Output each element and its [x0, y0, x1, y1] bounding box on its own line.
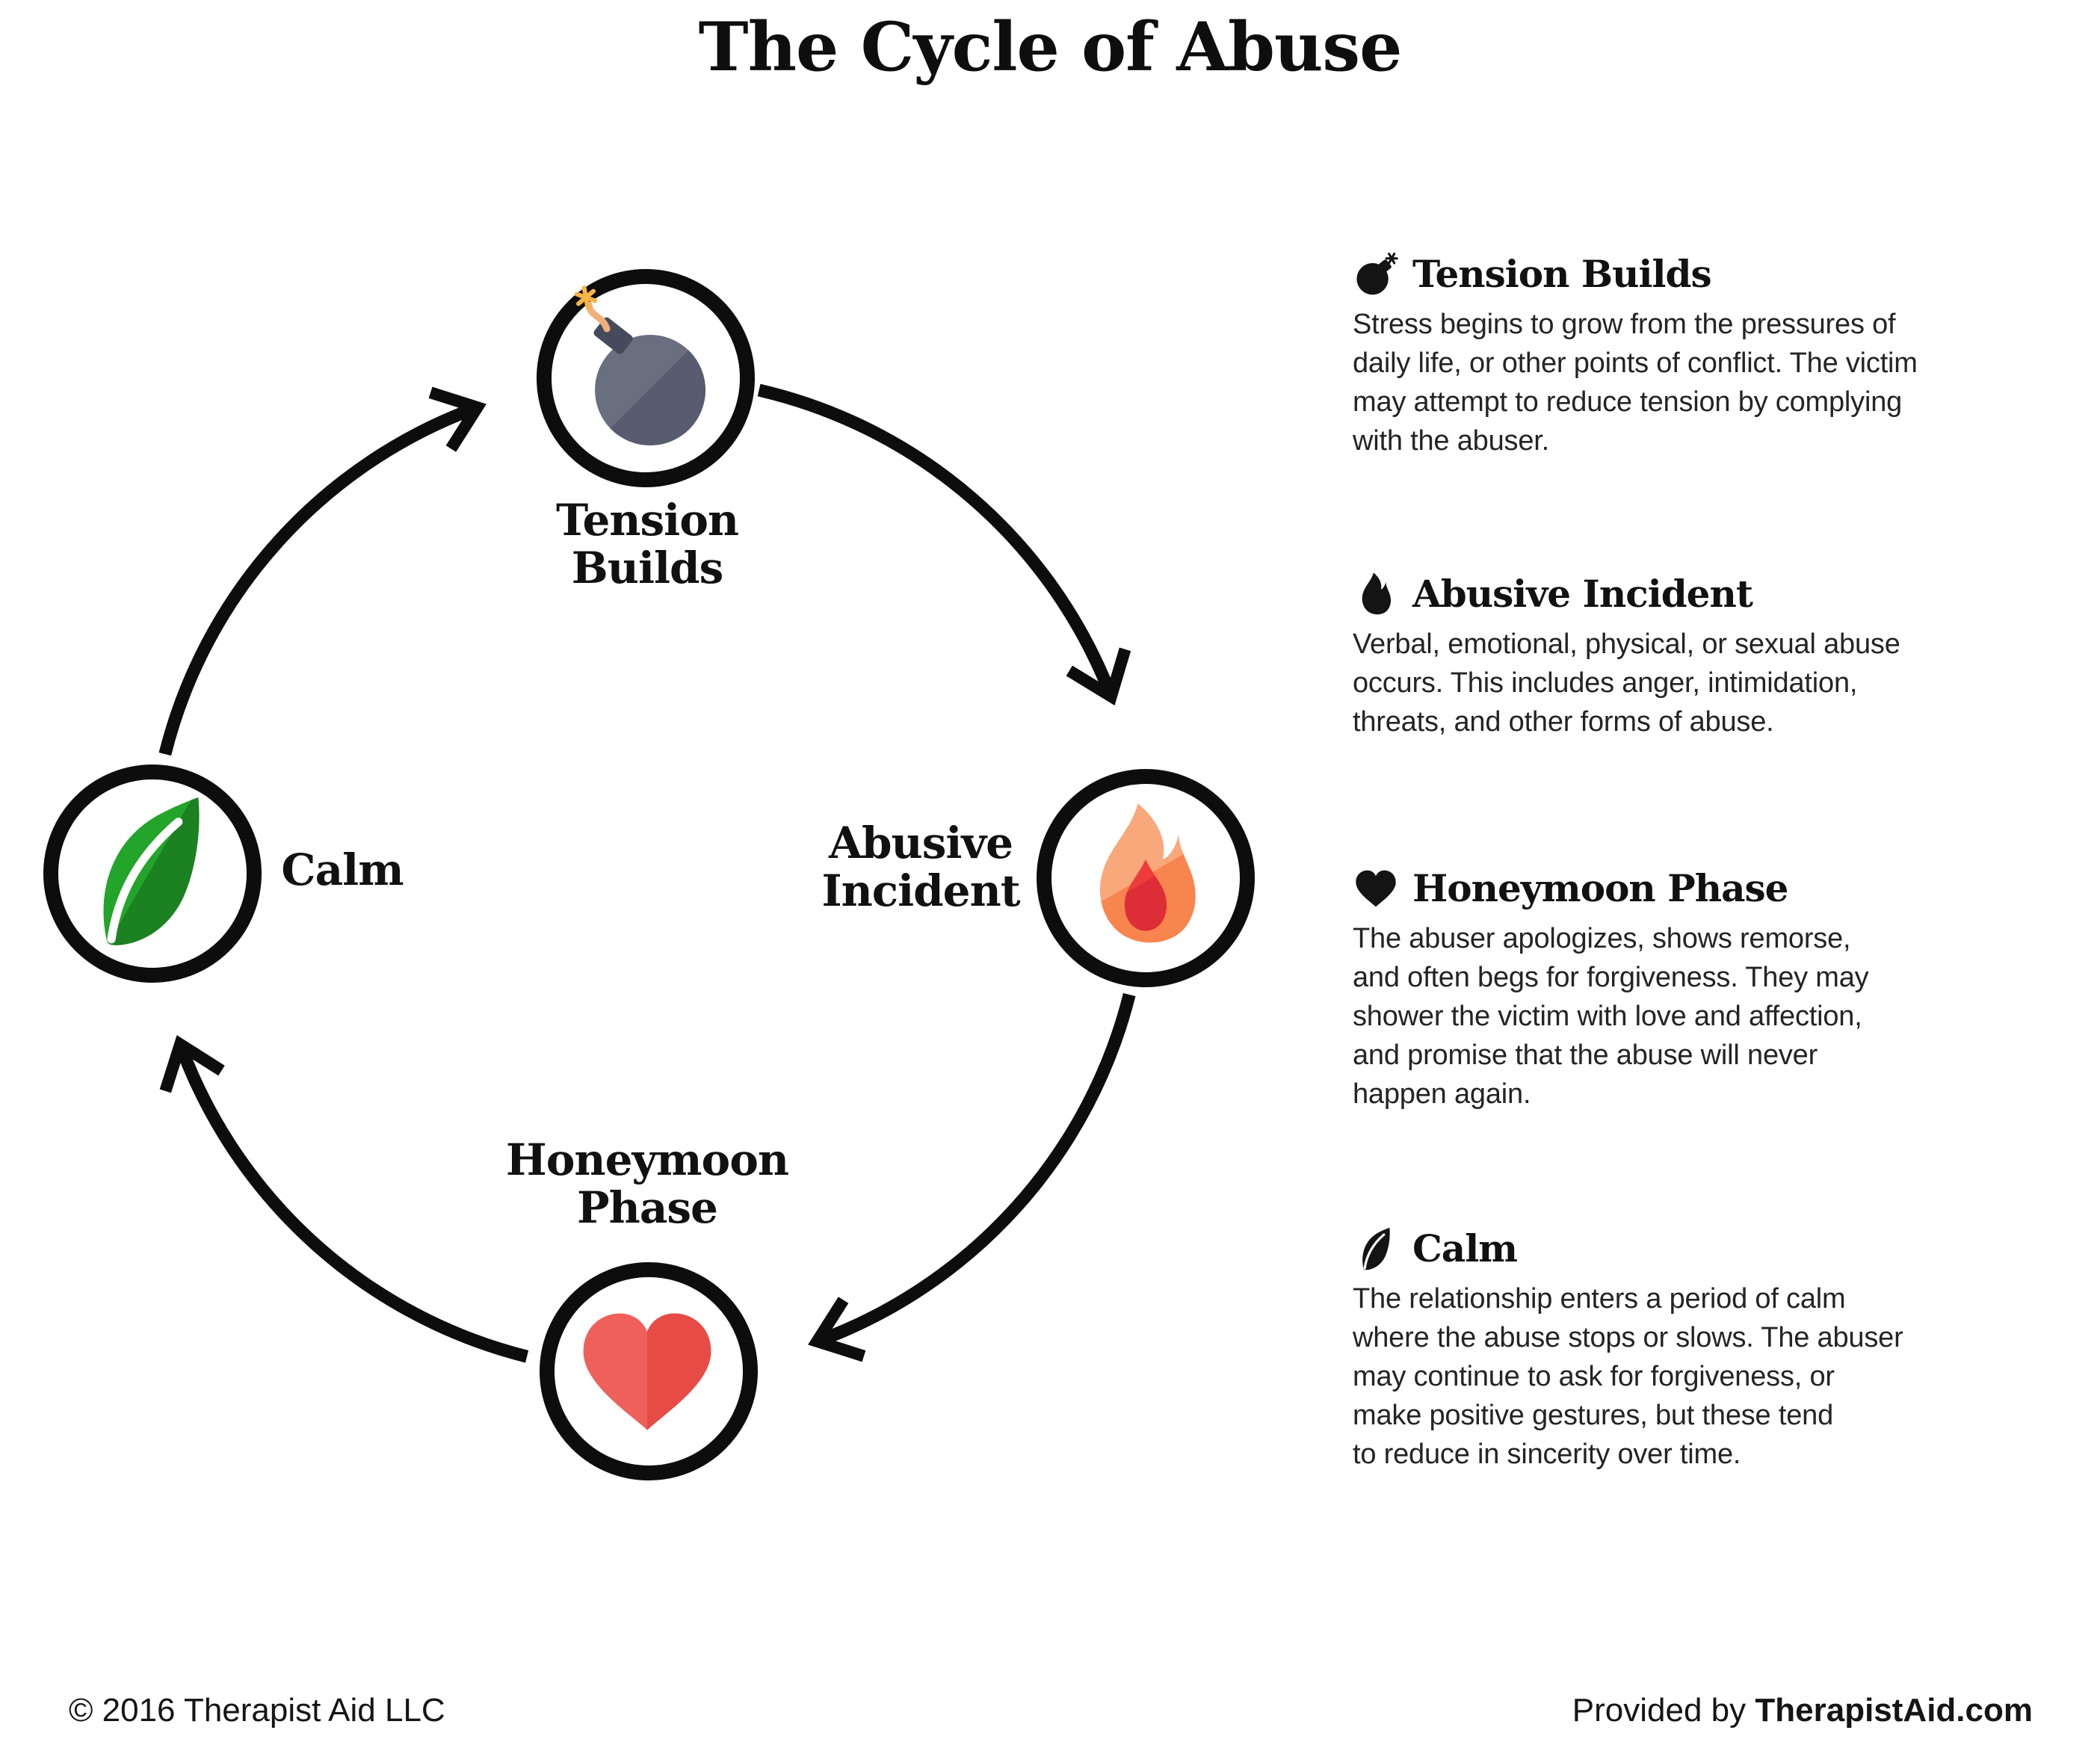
cycle-arrows	[158, 383, 1136, 1363]
leaf-glyph-icon	[1353, 1226, 1399, 1272]
node-label-calm: Calm	[281, 844, 404, 895]
legend-block-honeymoon: Honeymoon Phase The abuser apologizes, s…	[1353, 865, 2100, 1114]
arrow-bottom-to-left	[174, 1042, 529, 1363]
legend-body-calm: The relationship enters a period of calm…	[1353, 1283, 1903, 1470]
arrow-top-to-right	[757, 383, 1117, 699]
legend-block-abusive: Abusive Incident Verbal, emotional, phys…	[1353, 571, 2100, 741]
cycle-node-rings	[43, 269, 1255, 1480]
arrowhead-top-to-right	[1066, 647, 1131, 705]
legend-heading-tension: Tension Builds	[1412, 252, 1712, 296]
legend-heading-honeymoon: Honeymoon Phase	[1412, 866, 1788, 910]
legend-header: Tension Builds	[1353, 251, 2100, 297]
bomb-icon	[574, 285, 705, 445]
copyright-text: © 2016 Therapist Aid LLC	[69, 1692, 445, 1729]
legend-heading-abusive: Abusive Incident	[1412, 572, 1753, 616]
page-title: The Cycle of Abuse	[698, 7, 1403, 87]
provided-by-brand: TherapistAid.com	[1755, 1692, 2033, 1729]
flame-glyph-icon	[1353, 571, 1399, 617]
provided-by-text: Provided by TherapistAid.com	[1572, 1692, 2033, 1729]
legend-header: Calm	[1353, 1226, 2100, 1272]
legend-heading-calm: Calm	[1412, 1226, 1518, 1270]
arrow-right-to-bottom	[815, 992, 1136, 1347]
node-label-tension: Tension Builds	[555, 495, 739, 593]
node-label-honeymoon: Honeymoon Phase	[505, 1134, 789, 1233]
heart-glyph-icon	[1353, 865, 1399, 912]
legend-body-tension: Stress begins to grow from the pressures…	[1353, 309, 1918, 457]
provided-by-prefix: Provided by	[1572, 1692, 1755, 1729]
legend-header: Abusive Incident	[1353, 571, 2100, 617]
legend-block-calm: Calm The relationship enters a period of…	[1353, 1226, 2100, 1474]
bomb-glyph-icon	[1353, 251, 1399, 297]
node-label-abusive: Abusive Incident	[821, 818, 1020, 916]
leaf-icon	[103, 797, 200, 945]
legend-body-abusive: Verbal, emotional, physical, or sexual a…	[1353, 628, 1900, 738]
legend-body-honeymoon: The abuser apologizes, shows remorse, an…	[1353, 923, 1869, 1110]
arrowhead-right-to-bottom	[808, 1297, 866, 1362]
legend-block-tension: Tension Builds Stress begins to grow fro…	[1353, 251, 2100, 460]
arrowhead-left-to-top	[428, 386, 487, 452]
legend-header: Honeymoon Phase	[1353, 865, 2100, 912]
arrowhead-bottom-to-left	[159, 1035, 225, 1093]
bomb-spark	[574, 285, 598, 309]
arrow-left-to-top	[158, 401, 480, 756]
